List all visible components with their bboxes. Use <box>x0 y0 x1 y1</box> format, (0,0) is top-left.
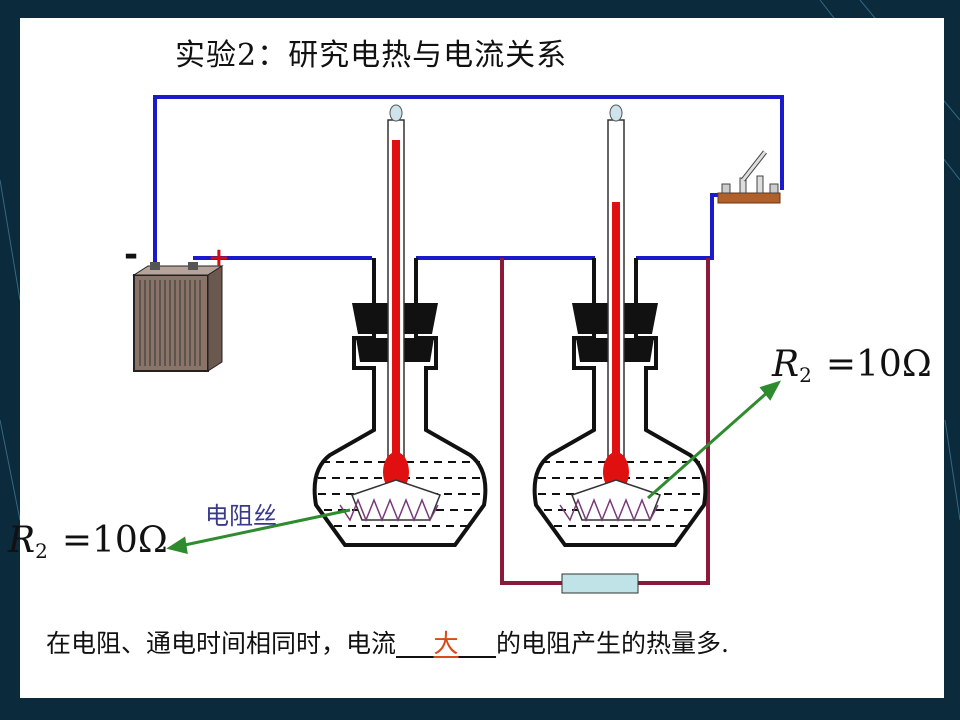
mercury-right <box>612 202 620 470</box>
formula-left-subscript: 2 <box>35 539 48 563</box>
conclusion-sentence: 在电阻、通电时间相同时，电流___大___的电阻产生的热量多. <box>46 624 729 660</box>
answer-text: 大 <box>433 629 459 658</box>
formula-right-subscript: 2 <box>799 363 812 387</box>
flask-left <box>312 104 488 547</box>
flask-right <box>532 104 708 547</box>
mercury-left <box>392 140 400 470</box>
battery <box>132 262 224 372</box>
formula-right-rhs: =10Ω <box>825 344 932 385</box>
blank-post: ___ <box>458 629 497 658</box>
sentence-part2: 的电阻产生的热量多. <box>496 629 729 658</box>
formula-right-symbol: R <box>772 344 800 385</box>
pointer-arrows <box>166 380 782 555</box>
resistor-box <box>561 573 639 594</box>
formula-left-rhs: =10Ω <box>61 520 168 561</box>
maroon-wires <box>500 258 710 585</box>
formula-left: R2 =10Ω <box>8 520 168 563</box>
knife-switch <box>717 150 781 204</box>
blank-pre: ___ <box>396 629 434 658</box>
page-title: 实验2：研究电热与电流关系 <box>175 38 568 73</box>
resistance-wire-label: 电阻丝 <box>205 502 277 530</box>
sentence-part1: 在电阻、通电时间相同时，电流 <box>46 629 397 658</box>
blue-wires <box>153 95 784 265</box>
battery-plus: + <box>208 243 230 273</box>
formula-left-symbol: R <box>8 520 36 561</box>
formula-right: R2 =10Ω <box>772 344 932 387</box>
battery-minus: - <box>124 235 138 275</box>
